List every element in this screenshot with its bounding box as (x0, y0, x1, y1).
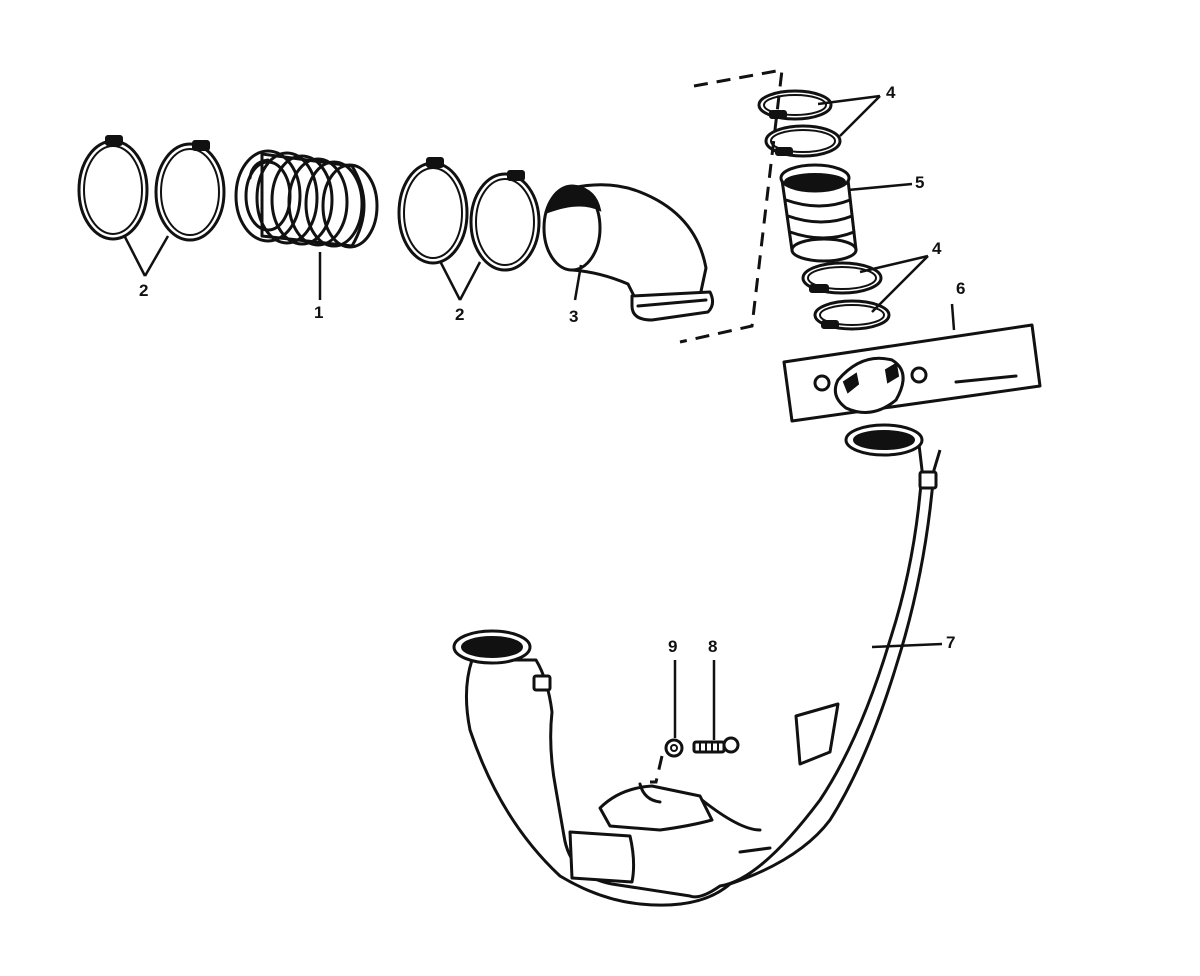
hose-clamp-upper-1 (757, 89, 833, 121)
callout-6: 6 (956, 279, 965, 298)
hose-clamp-left-1 (77, 135, 149, 241)
callout-2-right: 2 (455, 305, 464, 324)
gasket-plate (782, 323, 1042, 423)
dashed-grouping-bracket (679, 68, 784, 344)
nut (664, 738, 684, 758)
callout-4-upper: 4 (886, 83, 896, 102)
hose-clamp-right-1 (397, 157, 469, 265)
hose-clamp-lower-2 (813, 299, 891, 331)
callout-8: 8 (708, 637, 717, 656)
hose-clamp-lower-1 (801, 261, 883, 295)
bellows-hose (234, 149, 379, 249)
hose-clamp-left-2 (154, 140, 226, 242)
exhaust-pipe (452, 423, 942, 907)
callout-1: 1 (314, 303, 323, 322)
callout-3: 3 (569, 307, 578, 326)
callout-4-lower: 4 (932, 239, 942, 258)
bolt (692, 736, 740, 754)
exhaust-elbow (542, 183, 715, 322)
leader-lines (123, 94, 956, 740)
hose-clamp-upper-2 (764, 124, 842, 158)
callout-5: 5 (915, 173, 924, 192)
nut-bolt-dashed-path (650, 755, 664, 784)
callout-9: 9 (668, 637, 677, 656)
hose-clamp-right-2 (469, 170, 541, 272)
callout-2-left: 2 (139, 281, 148, 300)
callout-7: 7 (946, 633, 955, 652)
exhaust-sleeve (779, 163, 858, 263)
